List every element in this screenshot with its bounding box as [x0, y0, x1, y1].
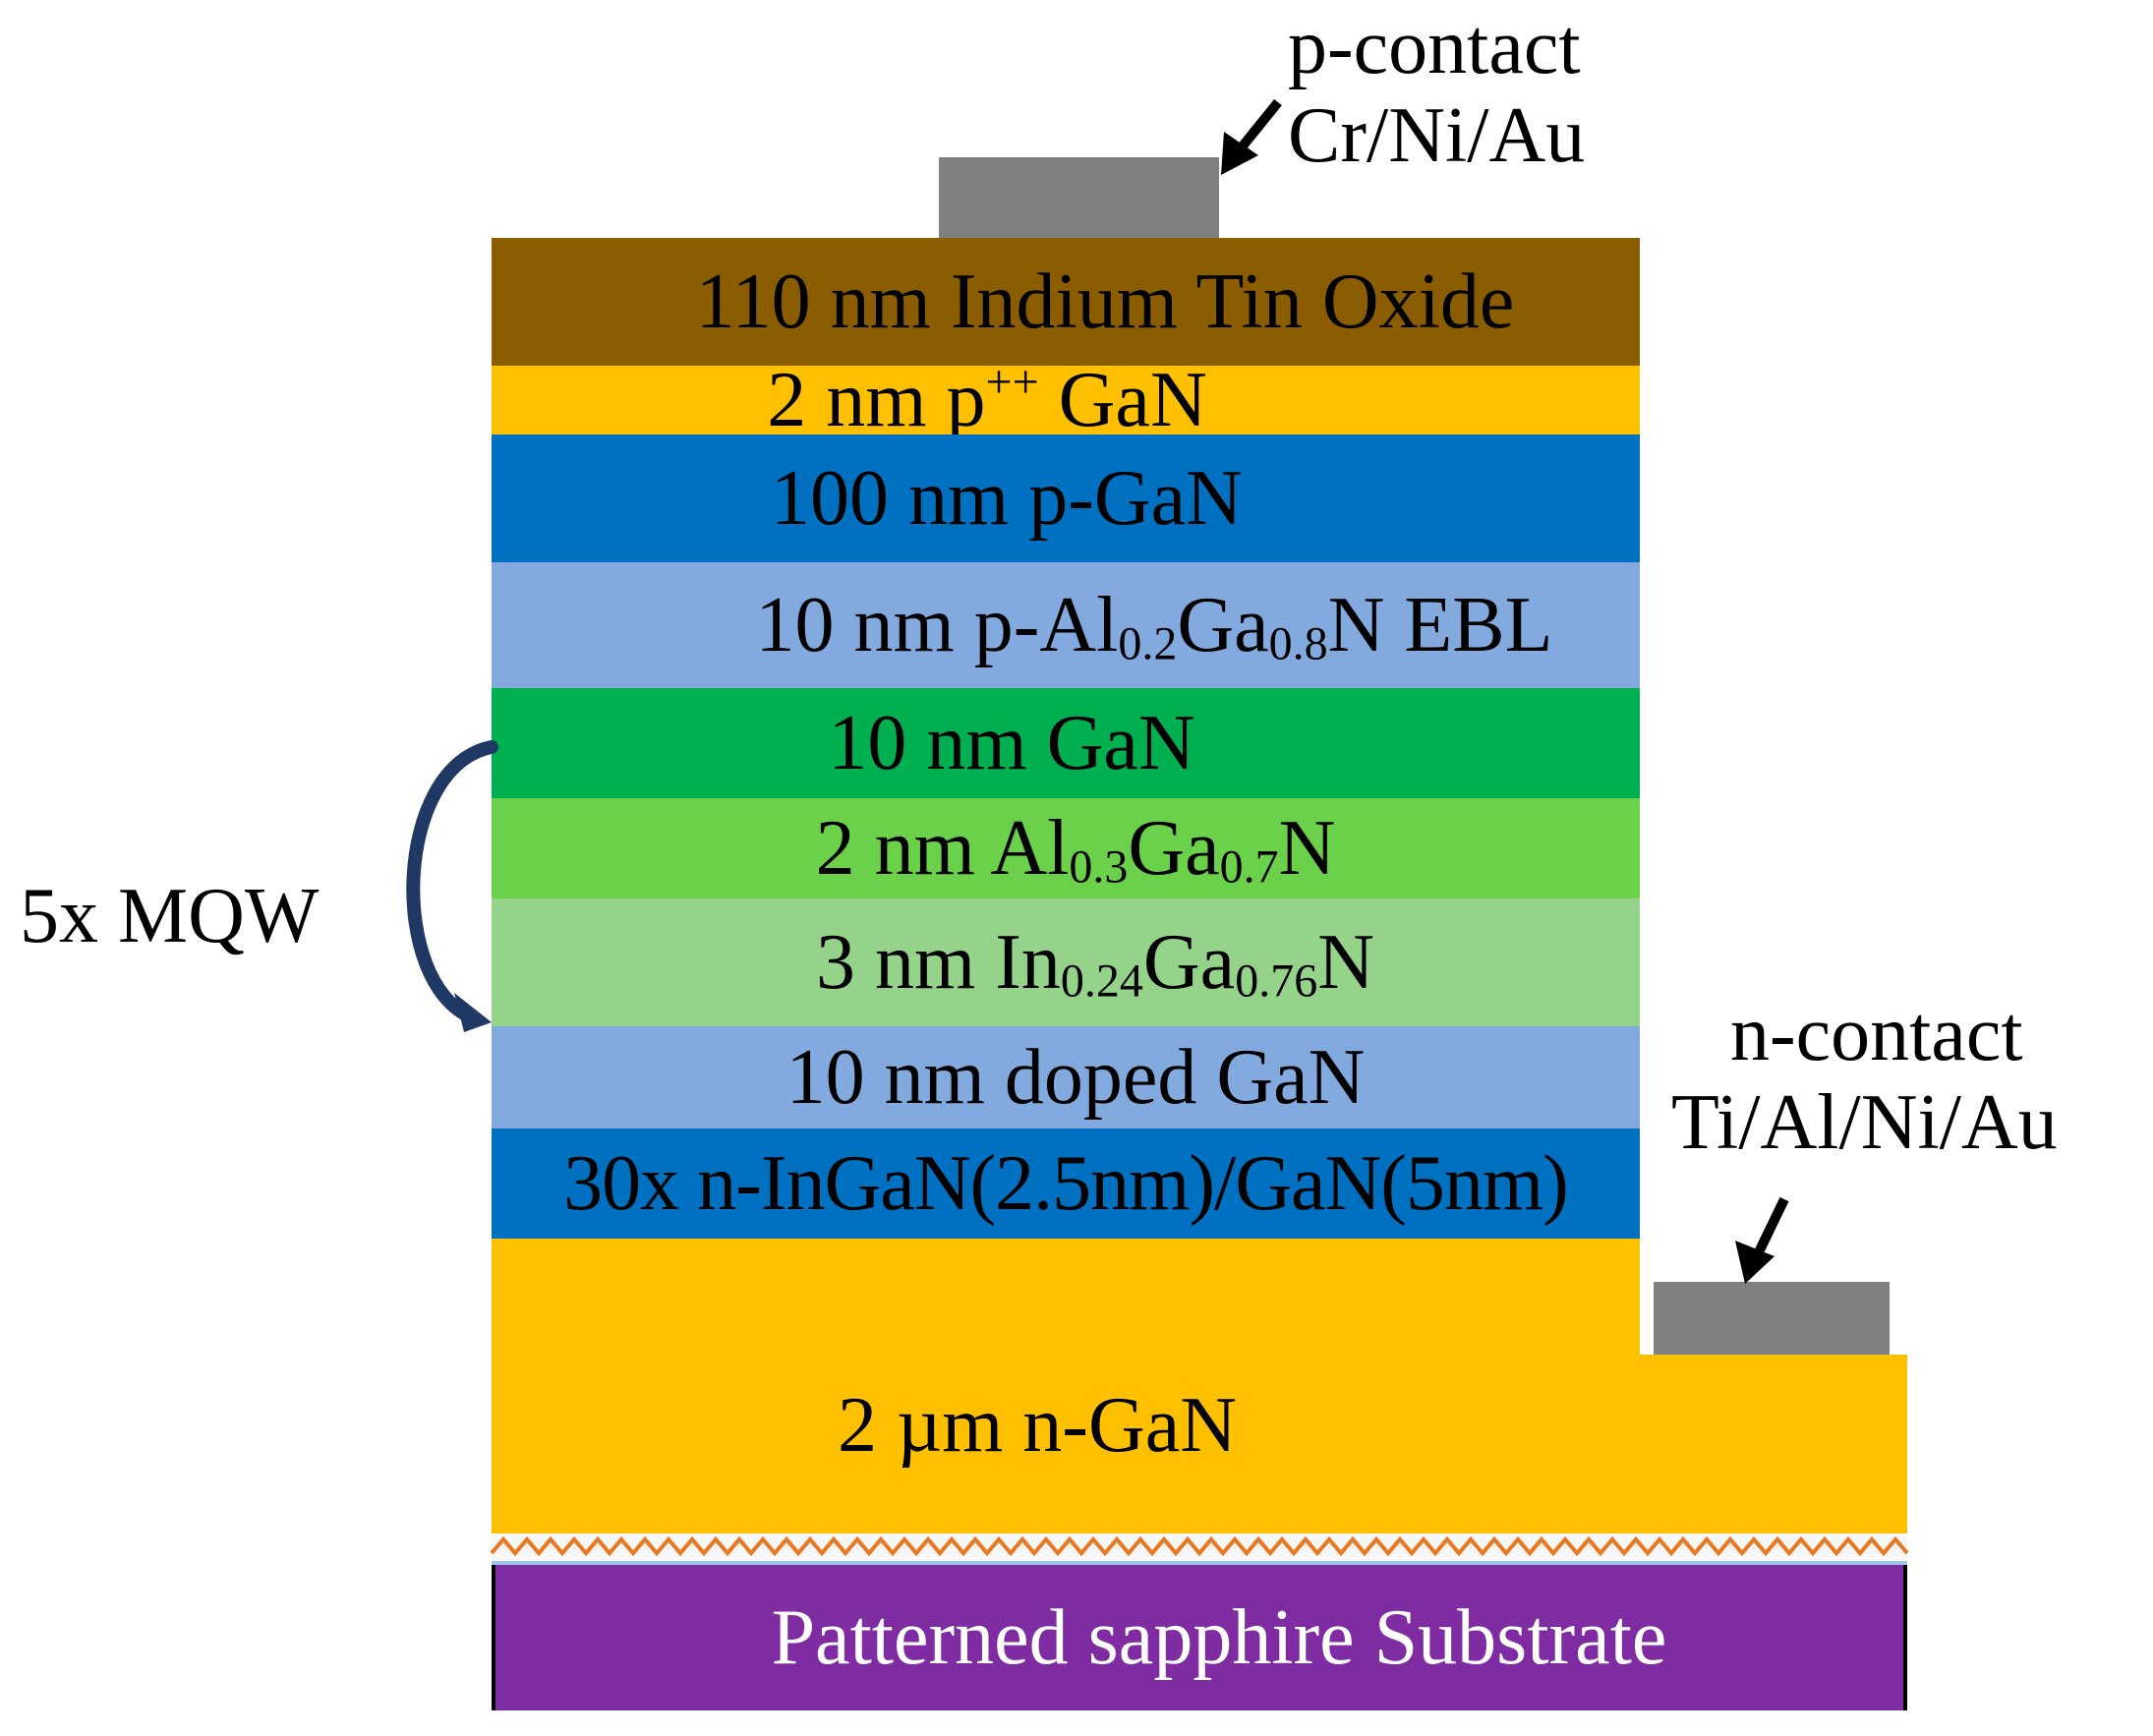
p-contact-arrow	[1221, 98, 1282, 175]
mqw-label: 5x MQW	[20, 873, 320, 959]
layer-doped-gan: 10 nm doped GaN	[492, 1026, 1640, 1128]
layer-substrate-label: Patterned sapphire Substrate	[771, 1594, 1667, 1681]
mqw-curved-arrow	[406, 740, 498, 1032]
p-contact-label-line1: p-contact	[1288, 4, 1581, 90]
p-contact-pad	[939, 157, 1219, 238]
layer-ito: 110 nm Indium Tin Oxide	[492, 238, 1640, 366]
p-contact-label: p-contact Cr/Ni/Au	[1288, 4, 1585, 180]
layer-superlattice-label: 30x n-InGaN(2.5nm)/GaN(5nm)	[563, 1140, 1569, 1227]
layer-ebl-label: 10 nm p-Al0.2Ga0.8N EBL	[755, 582, 1553, 670]
n-contact-arrow	[1735, 1196, 1789, 1284]
layer-algan-label: 2 nm Al0.3Ga0.7N	[815, 805, 1336, 894]
p-contact-label-line2: Cr/Ni/Au	[1288, 91, 1586, 179]
layer-barrier-gan: 10 nm GaN	[492, 688, 1640, 798]
layer-ito-label: 110 nm Indium Tin Oxide	[695, 259, 1515, 345]
layer-p-plus-plus-gan: 2 nm p++ GaN	[492, 359, 1640, 439]
layer-n-gan: 2 µm n-GaN	[492, 1376, 1907, 1475]
n-contact-label-line1: n-contact	[1730, 991, 2023, 1077]
layer-substrate: Patterned sapphire Substrate	[492, 1565, 1907, 1710]
layer-barrier-gan-label: 10 nm GaN	[828, 700, 1195, 786]
layer-doped-gan-label: 10 nm doped GaN	[786, 1034, 1366, 1121]
layer-p-plus-plus-gan-label: 2 nm p++ GaN	[767, 356, 1207, 443]
n-contact-label-line2: Ti/Al/Ni/Au	[1671, 1078, 2058, 1166]
layer-ebl: 10 nm p-Al0.2Ga0.8N EBL	[492, 562, 1640, 688]
layer-p-gan: 100 nm p-GaN	[492, 434, 1640, 562]
layer-ingan-label: 3 nm In0.24Ga0.76N	[816, 919, 1374, 1008]
layer-algan: 2 nm Al0.3Ga0.7N	[492, 798, 1640, 898]
layer-superlattice: 30x n-InGaN(2.5nm)/GaN(5nm)	[492, 1128, 1640, 1239]
layer-p-gan-label: 100 nm p-GaN	[771, 455, 1243, 542]
layer-ingan: 3 nm In0.24Ga0.76N	[492, 898, 1640, 1026]
n-contact-label: n-contact Ti/Al/Ni/Au	[1671, 991, 2058, 1167]
n-contact-pad	[1654, 1282, 1890, 1355]
layer-n-gan-step	[492, 1355, 1907, 1533]
layer-n-gan-label: 2 µm n-GaN	[837, 1382, 1237, 1469]
